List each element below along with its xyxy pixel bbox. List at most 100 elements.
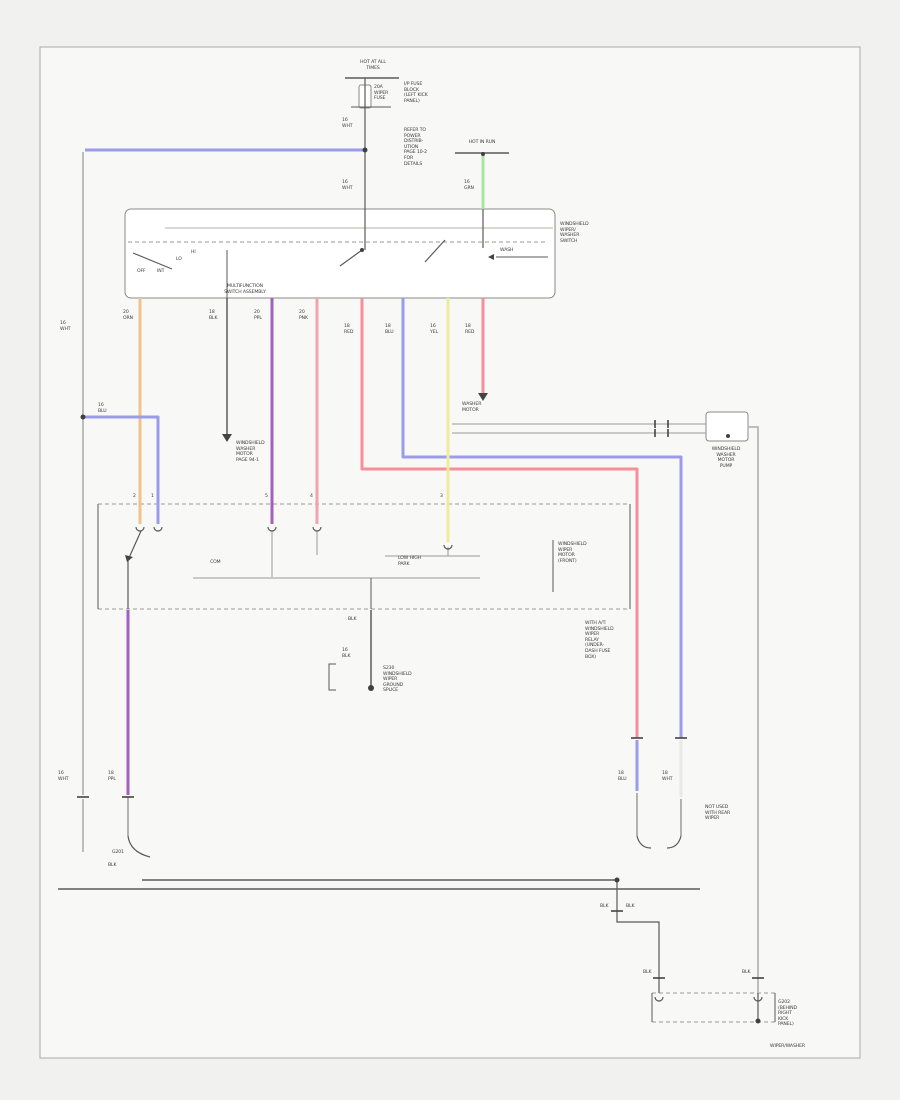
pos-lo: LO <box>176 257 182 263</box>
wire-code-green-line: GRN <box>464 185 474 191</box>
wire-code-blue-lower-line: 18 <box>618 771 624 776</box>
wiper-motor-box-label-line: WINDSHIELD <box>558 542 587 547</box>
washer-motor-box-label-line: WASHER <box>716 452 736 458</box>
pos-off: OFF <box>137 269 146 275</box>
wire-code-blue-lower-line: BLU <box>618 776 627 782</box>
rear-wiper-note-line: WITH REAR <box>705 810 731 816</box>
blue-wire-long <box>401 298 683 738</box>
hot-at-all-times-label-line: HOT AT ALL <box>360 60 386 65</box>
relay-note-label-line: WINDSHIELD <box>585 626 614 632</box>
motor-com-label-line: COM <box>210 560 221 565</box>
ground-step-path <box>616 880 660 993</box>
switch-pivot-dot <box>360 248 364 252</box>
pos-hi: HI <box>191 250 196 256</box>
switch-box-label-line: WASHER <box>560 233 580 239</box>
wire-code-orange-line: ORN <box>123 315 133 321</box>
wire-code-black-line: BLK <box>209 315 218 321</box>
bottom-ground-label-line: (BEHIND <box>778 1005 797 1011</box>
relay-note-label-line: RELAY <box>585 637 599 643</box>
wiper-washer-switch-box <box>124 208 556 299</box>
wire-code-main-lower-line: WHT <box>342 185 353 191</box>
connector-arc-yellow <box>443 544 453 550</box>
wire-code-purple-line: PPL <box>254 315 262 321</box>
ground-arrow <box>222 434 232 442</box>
bb-blk-a-line: BLK <box>643 970 652 975</box>
bottom-ground-label-line: G202 <box>778 1000 790 1005</box>
fuse-label-line: WIPER <box>374 90 389 96</box>
wire-code-purple-lower-line: 18 <box>108 771 114 776</box>
rear-wiper-note-line: NOT USED <box>705 805 729 810</box>
wire-code-pink-line: PNK <box>299 315 308 321</box>
pos-int-line: INT <box>157 269 165 274</box>
wire-code-green-line: 16 <box>464 180 470 185</box>
wire-code-purple-lower-line: PPL <box>108 776 116 782</box>
wire-end-hook-a <box>636 835 652 849</box>
wire-code-white-lower-line: WHT <box>662 776 673 782</box>
ground-code-label: BLK <box>108 863 117 869</box>
wiper-motor-box-label-line: MOTOR <box>558 553 575 559</box>
wire-code-white-left-line: 16 <box>60 321 66 326</box>
pos-hi-line: HI <box>191 250 196 255</box>
relay-note-label-line: (UNDER- <box>585 643 604 649</box>
pos-off-line: OFF <box>137 269 146 274</box>
connector-arc-purple <box>267 526 277 532</box>
wire-code-yellow-line: YEL <box>430 329 438 335</box>
pin-label-4: 4 <box>310 494 313 500</box>
contact-arrow <box>488 254 494 260</box>
splice-label-line: WIPER <box>383 677 398 683</box>
splice-code-2-line: 16 <box>342 648 348 653</box>
ground-hook-left <box>127 835 151 858</box>
power-distribution-note-line: REFER TO <box>404 128 426 133</box>
wire-code-red-long-line: RED <box>344 329 354 335</box>
wire-code-red-long-line: 18 <box>344 324 350 329</box>
splice-label-line: S230 <box>383 666 395 671</box>
relay-note-label-line: WITH A/T: <box>585 621 607 626</box>
wire-code-blue-branch-line: BLU <box>98 408 107 414</box>
washer-motor-feed-wire <box>748 426 759 993</box>
wire-end-hook-b <box>666 835 682 849</box>
switch-arm-left <box>132 252 173 270</box>
wire-code-red-stub-line: 18 <box>465 324 471 329</box>
gnd-blk-left: BLK <box>600 904 609 910</box>
switch-arm-mid <box>339 249 363 267</box>
red-wire-long <box>360 298 639 738</box>
bb-blk-b: BLK <box>742 970 751 976</box>
wire-code-blue-long-line: BLU <box>385 329 394 335</box>
relay-note-label-line: BOX) <box>585 654 596 660</box>
fuse-label-line: FUSE <box>374 96 386 102</box>
washer-motor-ref-label-line: MOTOR <box>236 452 253 458</box>
power-distribution-note-line: FOR <box>404 155 414 161</box>
wire-code-white-lower-line: 18 <box>662 771 668 776</box>
wire-code-white-left-lower-line: 16 <box>58 771 64 776</box>
pos-wash-line: WASH <box>500 248 514 253</box>
splice-code-1-line: BLK <box>348 617 357 622</box>
gnd-blk-left-line: BLK <box>600 904 609 909</box>
wire-code-main-upper-line: WHT <box>342 123 353 129</box>
splice-code-2-line: BLK <box>342 653 351 659</box>
ground-code-label-line: BLK <box>108 863 117 868</box>
wiper-motor-box-label-line: WIPER <box>558 547 573 553</box>
connector-arc-bottom-a <box>654 996 664 1002</box>
hot-in-run-label: HOT IN RUN <box>455 140 509 146</box>
switch-assembly-label-line: SWITCH ASSEMBLY <box>224 289 266 295</box>
